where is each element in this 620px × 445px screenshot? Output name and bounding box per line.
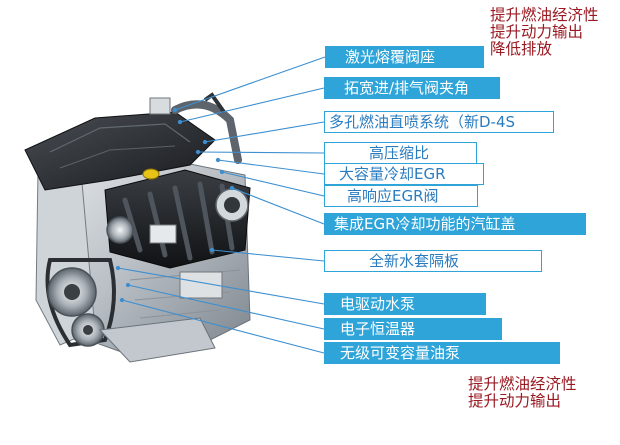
leader-line-electronic-thermostat [127, 284, 325, 330]
leader-anchor-dot [119, 297, 125, 303]
leader-anchor-dot [172, 107, 178, 113]
label-widened-valve-angle: 拓宽进/排气阀夹角 [324, 77, 500, 99]
leader-anchor-dot [177, 119, 183, 125]
leader-line-variable-oil-pump [121, 299, 325, 354]
leader-line-high-compression [197, 151, 325, 154]
leader-line-egr-cylinder-head [231, 187, 325, 225]
label-variable-oil-pump: 无级可变容量油泵 [324, 342, 560, 364]
label-electric-water-pump: 电驱动水泵 [324, 293, 486, 315]
label-laser-clad-valve-seat: 激光熔覆阀座 [325, 46, 484, 68]
leader-anchor-dot [195, 149, 201, 155]
leader-anchor-dot [125, 282, 131, 288]
leader-anchor-dot [115, 265, 121, 271]
label-electronic-thermostat: 电子恒温器 [324, 318, 502, 340]
benefits-note-bottom: 提升燃油经济性 提升动力输出 [468, 376, 577, 410]
leader-line-multi-hole-injection [204, 121, 325, 143]
benefit-line: 提升燃油经济性 [490, 6, 599, 24]
label-large-egr: 大容量冷却EGR [324, 163, 484, 185]
leader-anchor-dot [202, 139, 208, 145]
leader-anchor-dot [209, 247, 215, 253]
leader-line-laser-clad-valve-seat [174, 56, 326, 111]
benefit-line: 提升动力输出 [490, 23, 584, 41]
leader-line-large-egr [217, 159, 325, 175]
benefits-note-top: 提升燃油经济性 提升动力输出 降低排放 [490, 7, 599, 58]
leader-line-water-jacket-spacer [211, 249, 325, 262]
benefit-line: 提升动力输出 [468, 392, 562, 410]
label-egr-cylinder-head: 集成EGR冷却功能的汽缸盖 [324, 213, 586, 235]
leader-line-widened-valve-angle [179, 87, 325, 123]
label-multi-hole-injection: 多孔燃油直喷系统（新D-4S [324, 111, 554, 133]
leader-line-egr-valve [221, 171, 325, 197]
benefit-line: 提升燃油经济性 [468, 375, 577, 393]
benefit-line: 降低排放 [490, 40, 553, 58]
leader-line-electric-water-pump [117, 267, 325, 305]
label-egr-valve: 高响应EGR阀 [324, 185, 478, 207]
label-water-jacket-spacer: 全新水套隔板 [324, 250, 542, 272]
leader-anchor-dot [229, 185, 235, 191]
leader-anchor-dot [215, 157, 221, 163]
leader-anchor-dot [219, 169, 225, 175]
label-high-compression: 高压缩比 [324, 142, 477, 164]
